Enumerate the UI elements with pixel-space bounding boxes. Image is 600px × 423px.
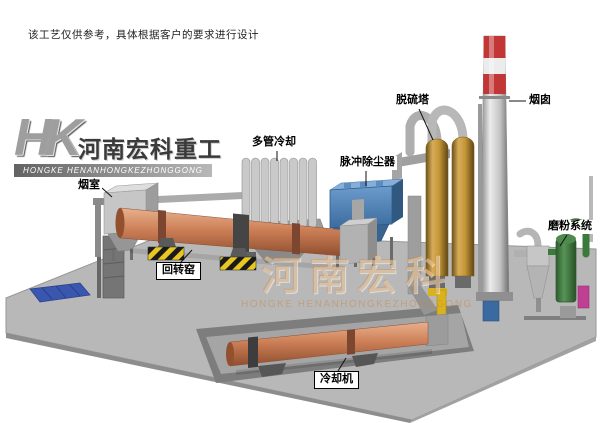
label-multi-tube-cooler: 多管冷却 <box>250 136 298 150</box>
logo-banner-text: HONGKE HENANHONGKEZHONGGONG <box>14 164 212 177</box>
logo-company-name: 河南宏科重工 <box>78 136 222 162</box>
callout-lines <box>101 100 568 372</box>
rotary-kiln-graphic <box>115 199 378 271</box>
support-structure <box>97 235 125 299</box>
blue-pallet <box>29 282 91 303</box>
label-rotary-kiln: 回转窑 <box>156 262 201 280</box>
label-chimney: 烟囱 <box>527 94 553 108</box>
desulfurization-towers-graphic <box>405 105 475 288</box>
label-cooling-machine: 冷却机 <box>314 371 359 389</box>
label-smoke-chamber: 烟室 <box>76 179 102 193</box>
company-logo: HK 河南宏科重工 HONGKE HENANHONGKEZHONGGONG <box>12 109 221 190</box>
label-pulse-dust-collector: 脉冲除尘器 <box>338 156 397 170</box>
logo-monogram: HK <box>14 109 82 167</box>
disclaimer-text: 该工艺仅供参考，具体根据客户的要求进行设计 <box>28 29 259 41</box>
label-grinding-system: 磨粉系统 <box>546 220 594 234</box>
cooling-machine-graphic <box>226 313 449 377</box>
chimney-graphic <box>476 35 513 322</box>
label-desulfurization-tower: 脱硫塔 <box>394 94 431 108</box>
